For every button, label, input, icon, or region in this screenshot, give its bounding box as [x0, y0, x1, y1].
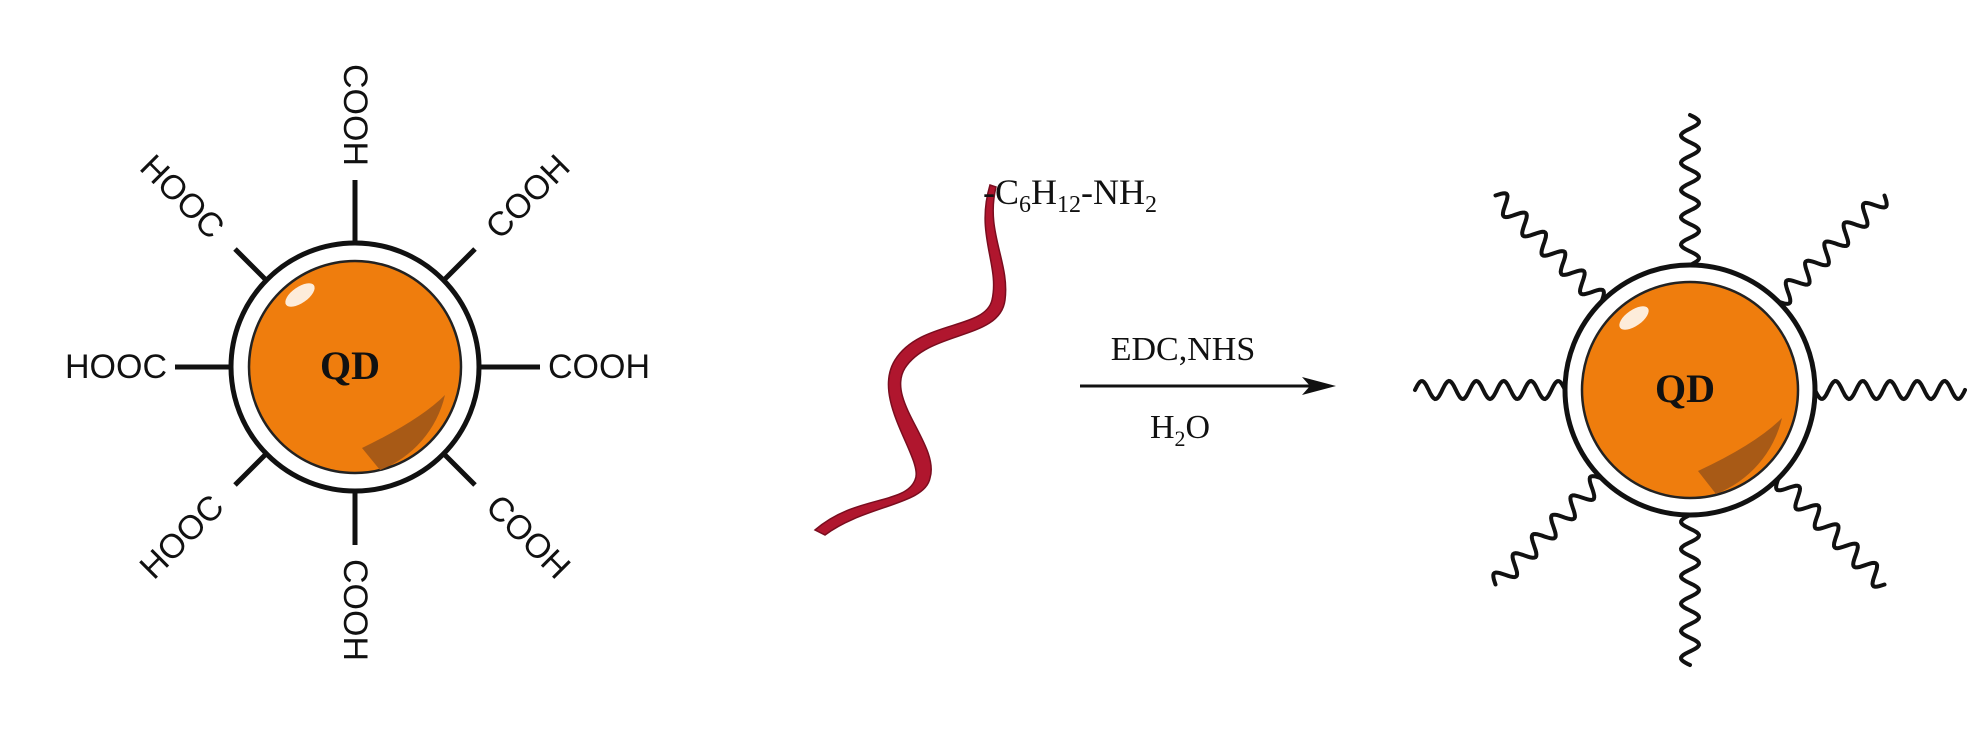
right-quantum-dot: QD [1413, 113, 1967, 667]
right-qd-core [1580, 280, 1800, 500]
reaction-arrow: EDC,NHS H2O [1080, 331, 1336, 451]
wavy-chain-top-right [1776, 193, 1889, 306]
wavy-chain-bottom-left [1491, 474, 1604, 587]
right-ligand-chains [1413, 113, 1967, 667]
left-qd-label: QD [320, 343, 380, 388]
left-group-bottom: COOH [336, 559, 374, 661]
peptide-ribbon [813, 184, 1007, 536]
wavy-chain-left [1413, 378, 1567, 402]
wavy-chain-top-left [1493, 191, 1606, 304]
wavy-chain-top [1678, 113, 1702, 267]
right-qd-core-shadow [1698, 418, 1782, 494]
left-qd-highlight [285, 283, 315, 307]
left-qd-core [247, 259, 463, 475]
left-ligand-stems [175, 180, 540, 545]
reaction-conditions-bottom: H2O [1150, 409, 1210, 451]
reaction-conditions-top: EDC,NHS [1111, 331, 1256, 368]
left-group-bottom-right: COOH [479, 488, 578, 587]
right-qd-highlight [1619, 306, 1649, 330]
left-group-left: HOOC [65, 348, 167, 386]
wavy-chain-bottom [1678, 513, 1702, 667]
arrow-head [1302, 377, 1336, 395]
left-quantum-dot: QD COOH COOH COOH COOH COOH HOOC HOOC HO… [65, 64, 650, 661]
wavy-chain-right [1813, 378, 1967, 402]
left-group-bottom-left: HOOC [133, 488, 232, 587]
right-qd-label: QD [1655, 366, 1715, 411]
left-qd-core-shadow [362, 395, 445, 470]
left-group-right: COOH [548, 348, 650, 386]
amine-reagent: -C6H12-NH2 [813, 172, 1157, 536]
left-group-top-right: COOH [479, 148, 578, 247]
reagent-formula: -C6H12-NH2 [983, 172, 1157, 218]
left-group-top: COOH [336, 64, 374, 166]
left-group-top-left: HOOC [133, 148, 232, 247]
wavy-chain-bottom-right [1774, 476, 1887, 589]
